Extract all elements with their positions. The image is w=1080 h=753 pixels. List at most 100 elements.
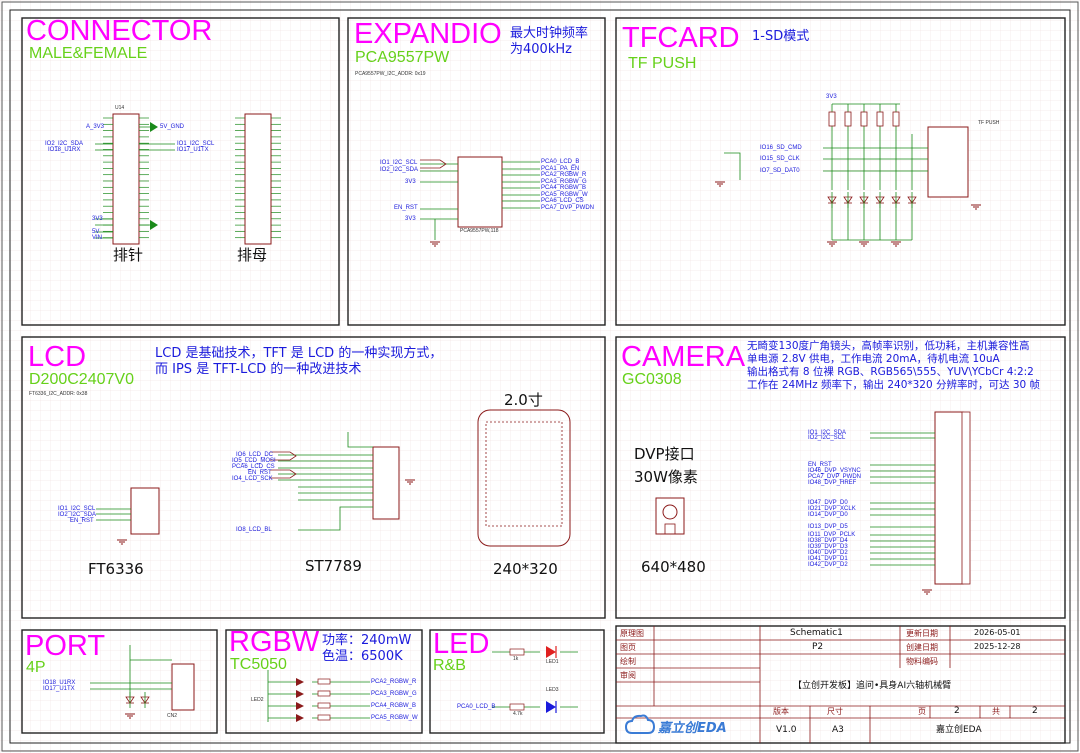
led3-res: 4.7k bbox=[513, 711, 523, 717]
tb-logo-text: 嘉立创EDA bbox=[658, 721, 727, 736]
tfcard-ref: TF PUSH bbox=[978, 120, 1000, 126]
net-rgbw-r: PCA2_RGBW_R bbox=[371, 679, 417, 685]
camera-net-label: IO38_DVP_D4 bbox=[808, 538, 848, 544]
tfcard-note: 1-SD模式 bbox=[752, 29, 810, 44]
camera-net-label: IO40_DVP_D2 bbox=[808, 550, 848, 556]
tb-created: 2025-12-28 bbox=[974, 642, 1021, 651]
port-ref: CN2 bbox=[167, 713, 178, 719]
net-lcd-dc: IO6_LCD_DC bbox=[236, 452, 274, 458]
expandio-title: EXPANDIO bbox=[354, 18, 502, 50]
net-touch-sda: IO2_I2C_SDA bbox=[58, 512, 97, 518]
tfcard-drawing bbox=[714, 103, 982, 247]
net-pca3: PCA3_RGBW_G bbox=[541, 179, 587, 185]
camera-net-label: IO46_DVP_VSYNC bbox=[808, 468, 861, 474]
led-drawing bbox=[492, 646, 578, 713]
camera-note: 无畸变130度广角镜头，高帧率识别，低功耗，主机兼容性高 单电源 2.8V 供电… bbox=[747, 340, 1041, 392]
female-header-label: 排母 bbox=[237, 246, 268, 264]
net-3v3-a: 3V3 bbox=[92, 216, 103, 222]
net-pca2: PCA2_RGBW_R bbox=[541, 172, 587, 178]
led1-ref: LED1 bbox=[546, 659, 559, 665]
lcd-note: LCD 是基础技术，TFT 是 LCD 的一种实现方式， 而 IPS 是 TFT… bbox=[155, 346, 443, 377]
net-exp-rst: EN_RST bbox=[394, 205, 418, 211]
net-conn-scl: IO1_I2C_SCL bbox=[177, 141, 215, 147]
expandio-note: 最大时钟频率 为400kHz bbox=[510, 26, 589, 57]
net-exp-3v3: 3V3 bbox=[405, 179, 416, 185]
port-drawing bbox=[90, 645, 195, 719]
camera-net-label: IO47_DVP_D0 bbox=[808, 500, 848, 506]
net-5vgnd: 5V_GND bbox=[160, 124, 185, 130]
net-rgbw-g: PCA3_RGBW_G bbox=[371, 691, 417, 697]
block-frames bbox=[21, 17, 1066, 734]
tb-label-page: 图页 bbox=[620, 643, 636, 652]
tb-project: 【立创开发板】追问•具身AI六轴机械臂 bbox=[793, 681, 952, 691]
camera-net-label: IO39_DVP_D3 bbox=[808, 544, 848, 550]
connector-title: CONNECTOR bbox=[26, 15, 213, 47]
lcd-addr-note: FT6336_I2C_ADDR: 0x38 bbox=[29, 391, 88, 397]
net-5v: 5V bbox=[92, 229, 100, 235]
tb-label-drawn: 原理图 bbox=[620, 629, 644, 638]
net-pca0: PCA0_LCD_B bbox=[541, 159, 580, 165]
male-header-label: 排针 bbox=[113, 246, 144, 264]
driver-label: ST7789 bbox=[305, 557, 362, 575]
camera-net-label: IO48_DVP_HREF bbox=[808, 480, 857, 486]
expandio-addr-note: PCA9557PW_I2C_ADDR: 0x19 bbox=[355, 71, 426, 77]
lcd-size-label: 2.0寸 bbox=[504, 391, 543, 409]
net-conn-sda: IO2_I2C_SDA bbox=[45, 141, 84, 147]
port-subtitle: 4P bbox=[26, 659, 46, 676]
led-subtitle: R&B bbox=[433, 657, 466, 674]
logo-cloud-icon bbox=[624, 714, 656, 734]
net-exp-scl: IO1_I2C_SCL bbox=[380, 160, 418, 166]
lcd-drawing bbox=[96, 409, 571, 547]
net-lcd-mosi: IO5_LCD_MOSI bbox=[232, 458, 276, 464]
tb-label-review: 审阅 bbox=[620, 671, 636, 680]
female-header-drawing bbox=[244, 113, 272, 245]
camera-subtitle: GC0308 bbox=[622, 371, 682, 388]
camera-net-label: IO2_I2C_SCL bbox=[808, 435, 846, 441]
lcd-title: LCD bbox=[28, 341, 87, 373]
camera-drawing bbox=[655, 411, 971, 595]
touch-label: FT6336 bbox=[88, 560, 144, 578]
tb-page-no: 2 bbox=[954, 706, 960, 716]
net-lcd-bl: IO8_LCD_BL bbox=[236, 527, 272, 533]
net-pca6: PCA6_LCD_CS bbox=[541, 198, 584, 204]
camera-net-label: IO41_DVP_D1 bbox=[808, 556, 848, 562]
net-touch-rst: EN_RST bbox=[70, 518, 94, 524]
tb-label-updated: 更新日期 bbox=[906, 629, 938, 638]
camera-net-label: IO11_DVP_PCLK bbox=[808, 532, 856, 538]
camera-net-label: PCA7_DVP_PWDN bbox=[808, 474, 862, 480]
net-lcd-rst: EN_RST bbox=[248, 470, 272, 476]
tb-company: 嘉立创EDA bbox=[936, 725, 982, 735]
net-rgbw-b: PCA4_RGBW_B bbox=[371, 703, 417, 709]
tb-updated: 2026-05-01 bbox=[974, 628, 1021, 637]
tb-label-version: 版本 bbox=[773, 707, 789, 716]
pca9557-drawing bbox=[420, 156, 540, 247]
rgbw-title: RGBW bbox=[229, 626, 320, 658]
net-led-b: PCA0_LCD_B bbox=[457, 704, 496, 710]
lcd-subtitle: D200C2407V0 bbox=[29, 371, 134, 388]
rgbw-drawing bbox=[267, 670, 370, 722]
tb-label-drawing: 绘制 bbox=[620, 657, 636, 666]
pixels-label: 30W像素 bbox=[634, 468, 698, 486]
lcd-res-label: 240*320 bbox=[493, 560, 558, 578]
camera-title: CAMERA bbox=[621, 341, 746, 373]
net-port-rx: IO18_U1RX bbox=[43, 680, 76, 686]
camera-res-label: 640*480 bbox=[641, 558, 706, 576]
rgbw-ref: LED2 bbox=[251, 697, 264, 703]
net-pca4: PCA4_RGBW_B bbox=[541, 185, 587, 191]
tb-label-total: 共 bbox=[992, 707, 1000, 716]
net-pca1: PCA1_PA_EN bbox=[541, 166, 580, 172]
camera-net-label: IO13_DVP_D5 bbox=[808, 524, 848, 530]
net-pca5: PCA5_RGBW_W bbox=[541, 192, 588, 198]
title-block-lines bbox=[615, 625, 1066, 744]
tb-size: A3 bbox=[832, 725, 844, 735]
connector-ref: U14 bbox=[115, 105, 125, 111]
net-exp-3v3b: 3V3 bbox=[405, 216, 416, 222]
led3-ref: LED3 bbox=[546, 687, 559, 693]
connector-subtitle: MALE&FEMALE bbox=[29, 45, 148, 62]
tb-label-material: 物料编码 bbox=[906, 657, 938, 666]
net-tf-3v3: 3V3 bbox=[826, 94, 837, 100]
rgbw-note: 功率：240mW 色温：6500K bbox=[322, 633, 412, 665]
camera-net-label: IO42_DVP_D2 bbox=[808, 562, 848, 568]
led-title: LED bbox=[433, 628, 490, 660]
